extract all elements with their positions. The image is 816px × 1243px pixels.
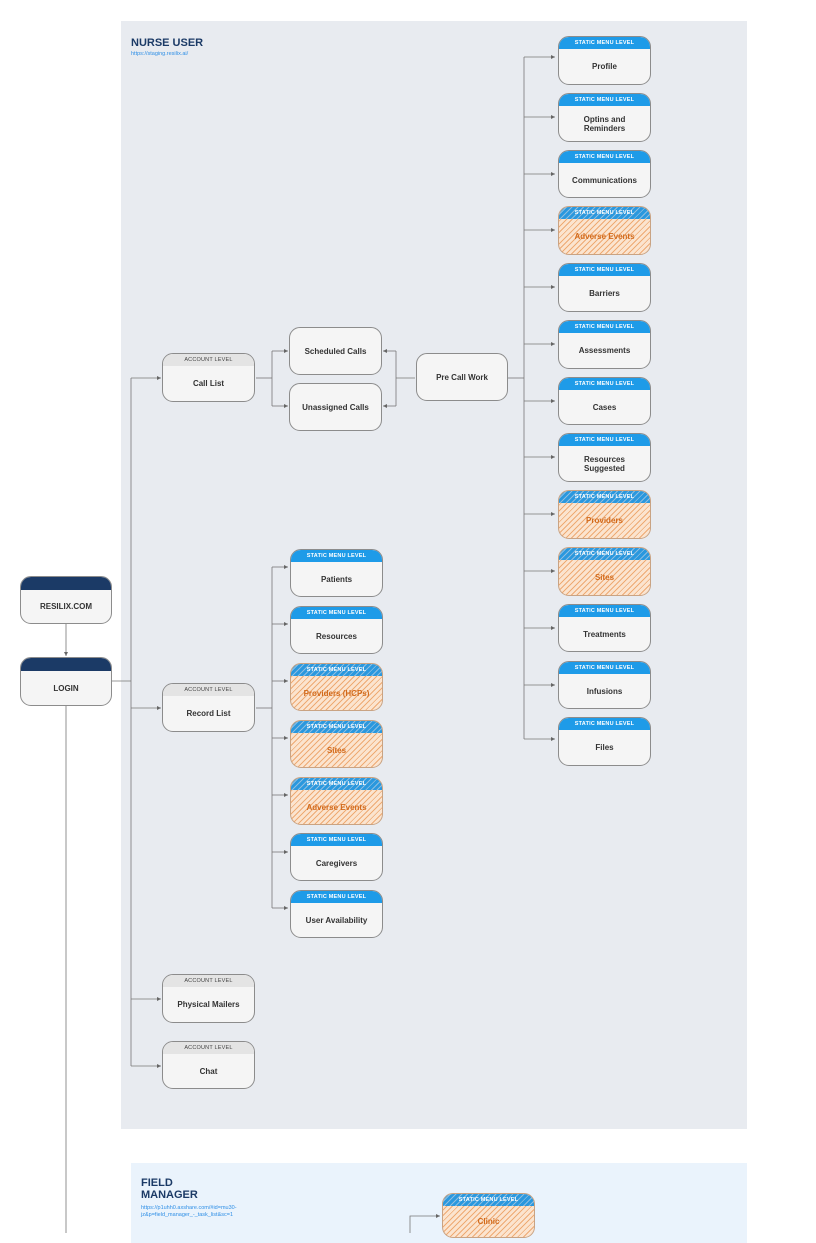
static-menu-band: STATIC MENU LEVEL — [559, 662, 650, 674]
optins-reminders-node[interactable]: STATIC MENU LEVEL Optins and Reminders — [558, 93, 651, 142]
node-label: Infusions — [586, 686, 623, 696]
node-label: Providers — [586, 516, 623, 525]
node-label: Unassigned Calls — [302, 402, 369, 412]
node-label: Patients — [320, 574, 353, 584]
node-label: Adverse Events — [574, 232, 635, 241]
user-availability-node[interactable]: STATIC MENU LEVEL User Availability — [290, 890, 383, 938]
files-node[interactable]: STATIC MENU LEVEL Files — [558, 717, 651, 766]
node-label: Adverse Events — [306, 802, 367, 812]
node-label: Optins and Reminders — [583, 114, 626, 133]
node-label: User Availability — [305, 915, 368, 925]
pre-call-work-node[interactable]: Pre Call Work — [416, 353, 508, 401]
resilix-node[interactable]: RESILIX.COM — [20, 576, 112, 624]
static-menu-band: STATIC MENU LEVEL — [559, 378, 650, 390]
nurse-user-url[interactable]: https://staging.resilix.ai/ — [131, 51, 189, 57]
account-level-band: ACCOUNT LEVEL — [163, 354, 254, 366]
nurse-user-title: NURSE USER — [131, 37, 204, 49]
static-menu-band: STATIC MENU LEVEL — [291, 778, 382, 790]
assessments-node[interactable]: STATIC MENU LEVEL Assessments — [558, 320, 651, 369]
static-menu-band: STATIC MENU LEVEL — [559, 264, 650, 276]
unassigned-calls-node[interactable]: Unassigned Calls — [289, 383, 382, 431]
static-menu-band: STATIC MENU LEVEL — [559, 207, 650, 219]
node-label: Sites — [326, 745, 347, 755]
static-menu-band: STATIC MENU LEVEL — [559, 37, 650, 49]
field-manager-url[interactable]: https://p1uhh0.axshare.com/#id=mu30-jz&p… — [141, 1205, 237, 1218]
account-level-band: ACCOUNT LEVEL — [163, 684, 254, 696]
node-label: LOGIN — [53, 683, 79, 693]
node-label: Providers (HCPs) — [303, 688, 370, 698]
infusions-node[interactable]: STATIC MENU LEVEL Infusions — [558, 661, 651, 709]
static-menu-band: STATIC MENU LEVEL — [291, 664, 382, 676]
static-menu-band: STATIC MENU LEVEL — [291, 891, 382, 903]
providers-node[interactable]: STATIC MENU LEVEL Providers — [558, 490, 651, 539]
node-label: Cases — [592, 402, 617, 412]
node-label: Scheduled Calls — [304, 346, 367, 356]
static-menu-band: STATIC MENU LEVEL — [559, 434, 650, 446]
node-label: Record List — [186, 709, 231, 718]
physical-mailers-node[interactable]: ACCOUNT LEVEL Physical Mailers — [162, 974, 255, 1023]
static-menu-band: STATIC MENU LEVEL — [559, 548, 650, 560]
adverse-events-node[interactable]: STATIC MENU LEVEL Adverse Events — [558, 206, 651, 255]
node-label: Call List — [192, 379, 225, 388]
caregivers-node[interactable]: STATIC MENU LEVEL Caregivers — [290, 833, 383, 881]
field-manager-panel — [131, 1163, 747, 1243]
resources-suggested-node[interactable]: STATIC MENU LEVEL Resources Suggested — [558, 433, 651, 482]
record-list-node[interactable]: ACCOUNT LEVEL Record List — [162, 683, 255, 732]
node-band — [21, 658, 111, 671]
barriers-node[interactable]: STATIC MENU LEVEL Barriers — [558, 263, 651, 312]
node-label: Files — [595, 743, 614, 752]
cases-node[interactable]: STATIC MENU LEVEL Cases — [558, 377, 651, 425]
chat-node[interactable]: ACCOUNT LEVEL Chat — [162, 1041, 255, 1089]
treatments-node[interactable]: STATIC MENU LEVEL Treatments — [558, 604, 651, 652]
field-manager-title: FIELD MANAGER — [141, 1177, 198, 1201]
profile-node[interactable]: STATIC MENU LEVEL Profile — [558, 36, 651, 85]
call-list-node[interactable]: ACCOUNT LEVEL Call List — [162, 353, 255, 402]
static-menu-band: STATIC MENU LEVEL — [559, 718, 650, 730]
static-menu-band: STATIC MENU LEVEL — [559, 151, 650, 163]
node-label: Caregivers — [315, 858, 358, 868]
node-label: Resources Suggested — [584, 454, 625, 473]
adverse-events-record-node[interactable]: STATIC MENU LEVEL Adverse Events — [290, 777, 383, 825]
node-label: Chat — [199, 1066, 218, 1076]
static-menu-band: STATIC MENU LEVEL — [559, 605, 650, 617]
clinic-node[interactable]: STATIC MENU LEVEL Clinic — [442, 1193, 535, 1238]
static-menu-band: STATIC MENU LEVEL — [559, 94, 650, 106]
static-menu-band: STATIC MENU LEVEL — [291, 834, 382, 846]
static-menu-band: STATIC MENU LEVEL — [559, 491, 650, 503]
node-label: Assessments — [578, 346, 631, 355]
account-level-band: ACCOUNT LEVEL — [163, 975, 254, 987]
node-label: Communications — [572, 175, 637, 185]
static-menu-band: STATIC MENU LEVEL — [291, 607, 382, 619]
sites-node[interactable]: STATIC MENU LEVEL Sites — [558, 547, 651, 596]
patients-node[interactable]: STATIC MENU LEVEL Patients — [290, 549, 383, 597]
login-node[interactable]: LOGIN — [20, 657, 112, 706]
node-label: Sites — [594, 573, 615, 582]
node-label: Resources — [316, 631, 357, 641]
node-label: Pre Call Work — [436, 372, 488, 382]
providers-hcps-node[interactable]: STATIC MENU LEVEL Providers (HCPs) — [290, 663, 383, 711]
static-menu-band: STATIC MENU LEVEL — [291, 550, 382, 562]
communications-node[interactable]: STATIC MENU LEVEL Communications — [558, 150, 651, 198]
node-band — [21, 577, 111, 590]
account-level-band: ACCOUNT LEVEL — [163, 1042, 254, 1054]
static-menu-band: STATIC MENU LEVEL — [559, 321, 650, 333]
node-label: Treatments — [583, 629, 626, 639]
node-label: Barriers — [589, 289, 620, 298]
node-label: Profile — [592, 62, 617, 71]
resources-node[interactable]: STATIC MENU LEVEL Resources — [290, 606, 383, 654]
node-label: Physical Mailers — [177, 1000, 240, 1009]
static-menu-band: STATIC MENU LEVEL — [291, 721, 382, 733]
scheduled-calls-node[interactable]: Scheduled Calls — [289, 327, 382, 375]
node-label: RESILIX.COM — [39, 602, 92, 611]
sites-record-node[interactable]: STATIC MENU LEVEL Sites — [290, 720, 383, 768]
node-label: Clinic — [477, 1217, 500, 1226]
static-menu-band: STATIC MENU LEVEL — [443, 1194, 534, 1206]
